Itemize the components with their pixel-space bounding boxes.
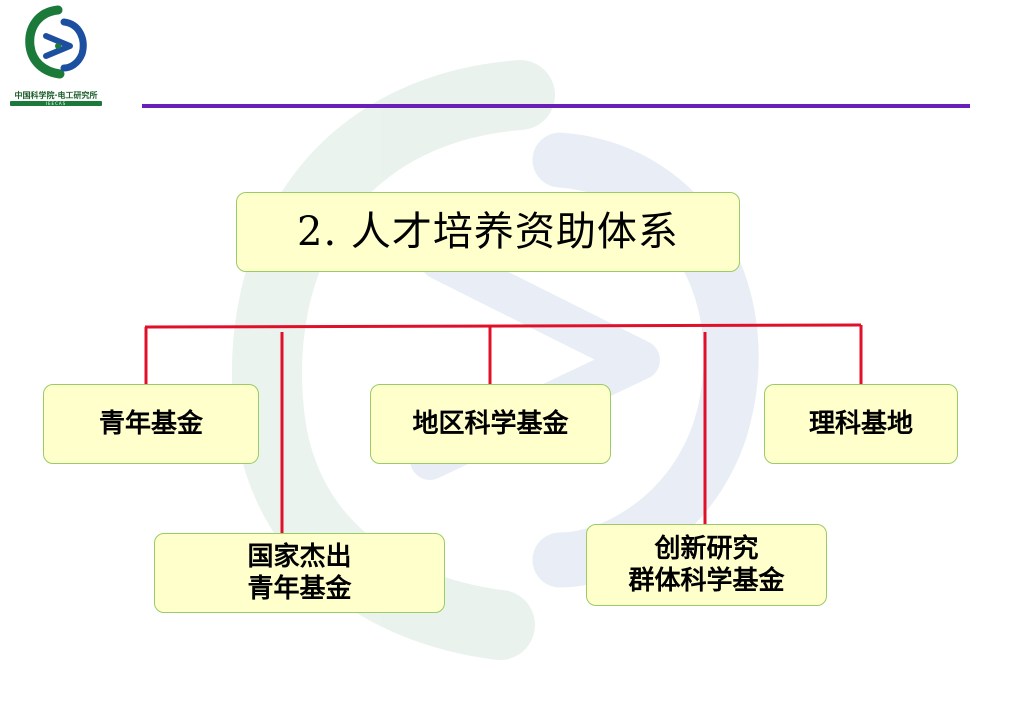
institute-name: 中国科学院·电工研究所 bbox=[14, 91, 98, 100]
institute-abbreviation: IEECAS bbox=[45, 101, 67, 106]
institute-emblem-icon bbox=[25, 5, 87, 79]
node-chuangxin-qunti-kexue-jijin: 创新研究 群体科学基金 bbox=[586, 524, 827, 606]
node-guojia-jiechu-qingnian-jijin: 国家杰出 青年基金 bbox=[154, 533, 445, 613]
node-guojia-line2: 青年基金 bbox=[247, 574, 352, 604]
node-qingnian-jijin: 青年基金 bbox=[43, 384, 259, 464]
node-chuangxin-line2: 群体科学基金 bbox=[628, 566, 785, 596]
node-like-jidi: 理科基地 bbox=[764, 384, 958, 464]
connector-trunk bbox=[144, 323, 862, 329]
header-divider bbox=[142, 104, 970, 108]
institute-name-bar bbox=[10, 101, 102, 106]
institute-logo: 中国科学院·电工研究所 IEECAS bbox=[6, 4, 106, 108]
node-guojia-line1: 国家杰出 bbox=[247, 542, 352, 572]
node-chuangxin-line1: 创新研究 bbox=[654, 534, 759, 564]
diagram-title: 2. 人才培养资助体系 bbox=[236, 192, 740, 272]
node-diqu-kexue-jijin: 地区科学基金 bbox=[370, 384, 611, 464]
